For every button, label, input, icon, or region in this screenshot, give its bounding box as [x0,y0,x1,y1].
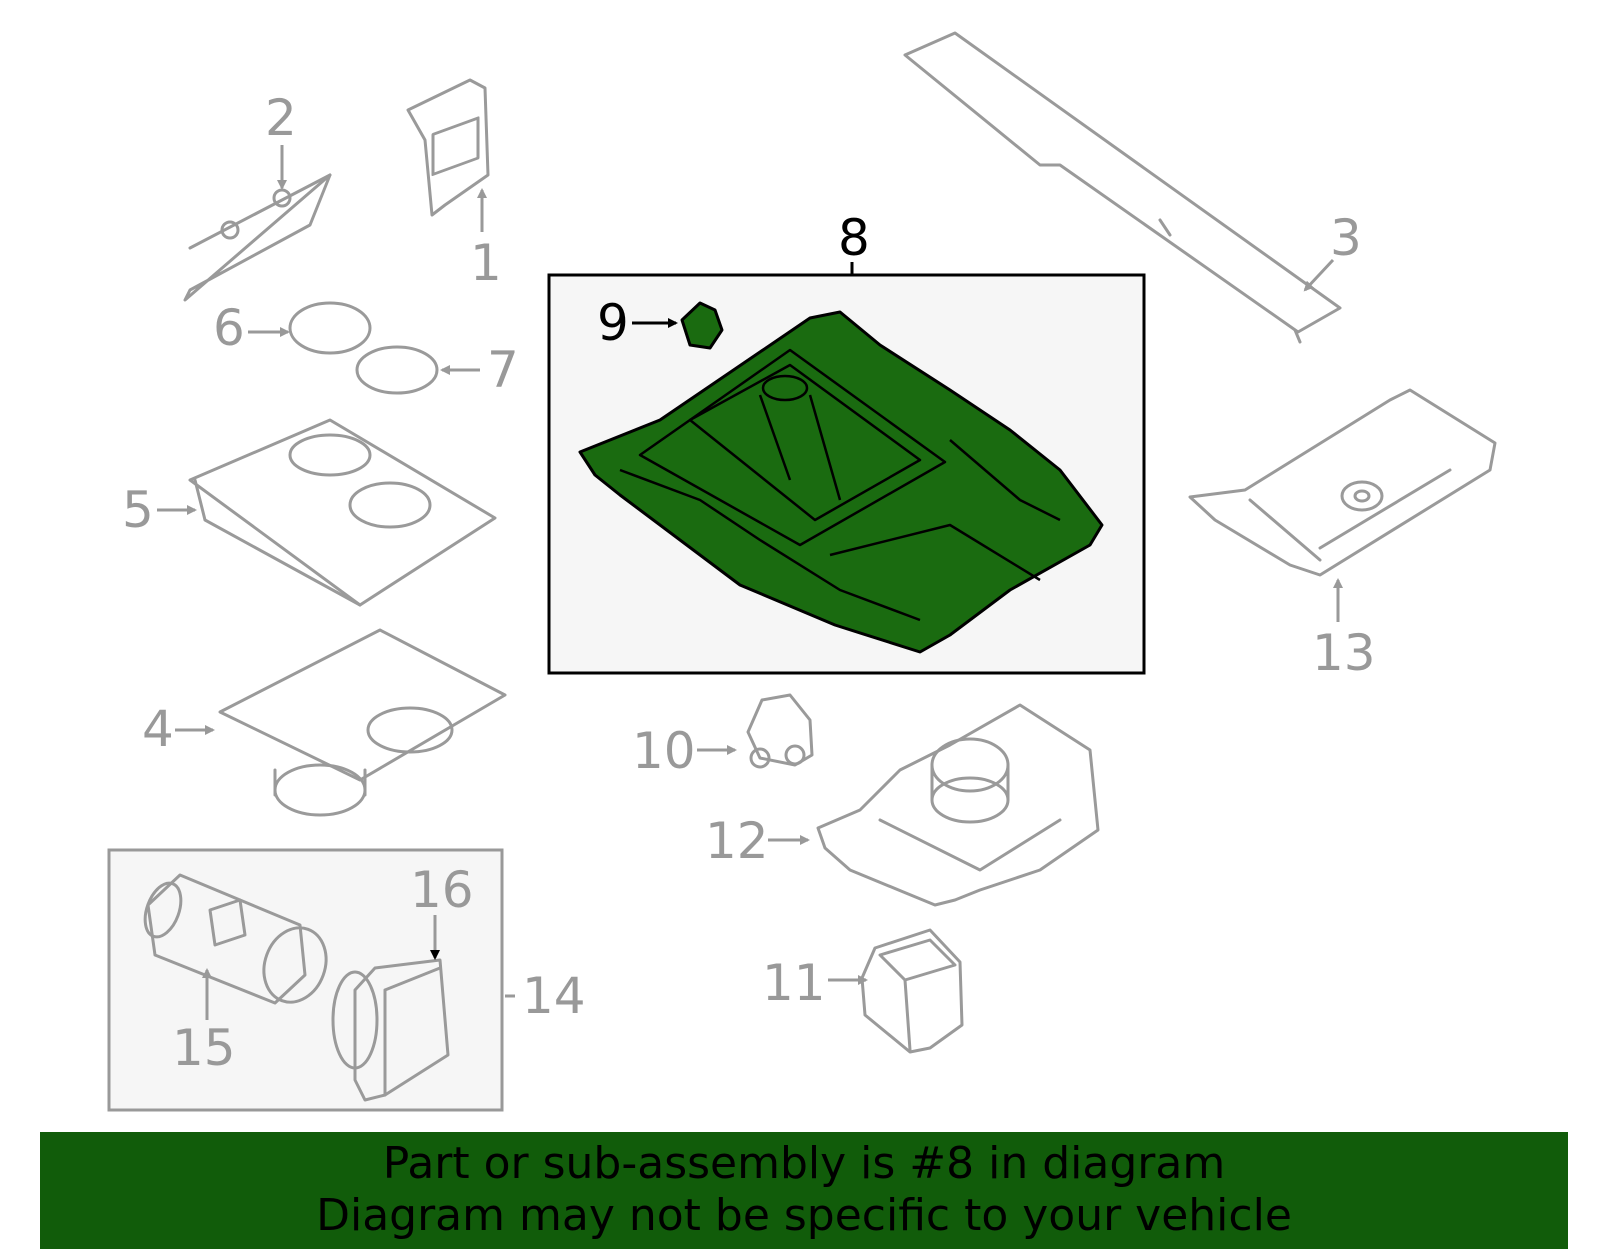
part-16-usb-module [331,958,450,1102]
callout-12: 12 [705,812,769,870]
callout-9: 9 [597,294,629,352]
part-15-power-socket [143,873,328,1005]
part-12-shifter-assembly [816,703,1100,907]
part-13-storage-tray [1188,388,1497,577]
part-14-callout-box [107,848,504,1112]
banner-line-1: Part or sub-assembly is #8 in diagram [382,1138,1226,1189]
callout-6: 6 [213,299,245,357]
part-11-switch [860,928,964,1054]
callout-16: 16 [410,861,474,919]
callout-14: 14 [522,967,586,1025]
leader-3 [1303,258,1335,292]
part-3-trim-strip [903,31,1342,344]
banner-line-2: Diagram may not be specific to your vehi… [316,1190,1292,1241]
callout-7: 7 [487,341,519,399]
callout-5: 5 [122,481,154,539]
callout-1: 1 [470,234,502,292]
callout-3: 3 [1330,209,1362,267]
callout-4: 4 [142,700,174,758]
part-5-cup-holder-tray [188,418,497,607]
info-banner: Part or sub-assembly is #8 in diagram Di… [40,1132,1568,1249]
callout-13: 13 [1312,624,1376,682]
part-8-console-assembly [578,310,1104,654]
callout-8: 8 [838,209,870,267]
part-10-sensor [746,693,814,769]
callout-2: 2 [265,89,297,147]
parts-diagram: 2 1 3 6 7 5 4 8 [107,31,1497,1112]
callout-11: 11 [762,954,826,1012]
part-6-seal [288,301,372,355]
part-9-shift-knob [680,301,724,350]
part-2-trim-panel [183,173,332,302]
callout-15: 15 [172,1019,236,1077]
callout-10: 10 [632,722,696,780]
part-1-bracket [406,78,490,217]
part-7-seal [355,345,439,395]
part-4-cup-holder [218,628,507,817]
